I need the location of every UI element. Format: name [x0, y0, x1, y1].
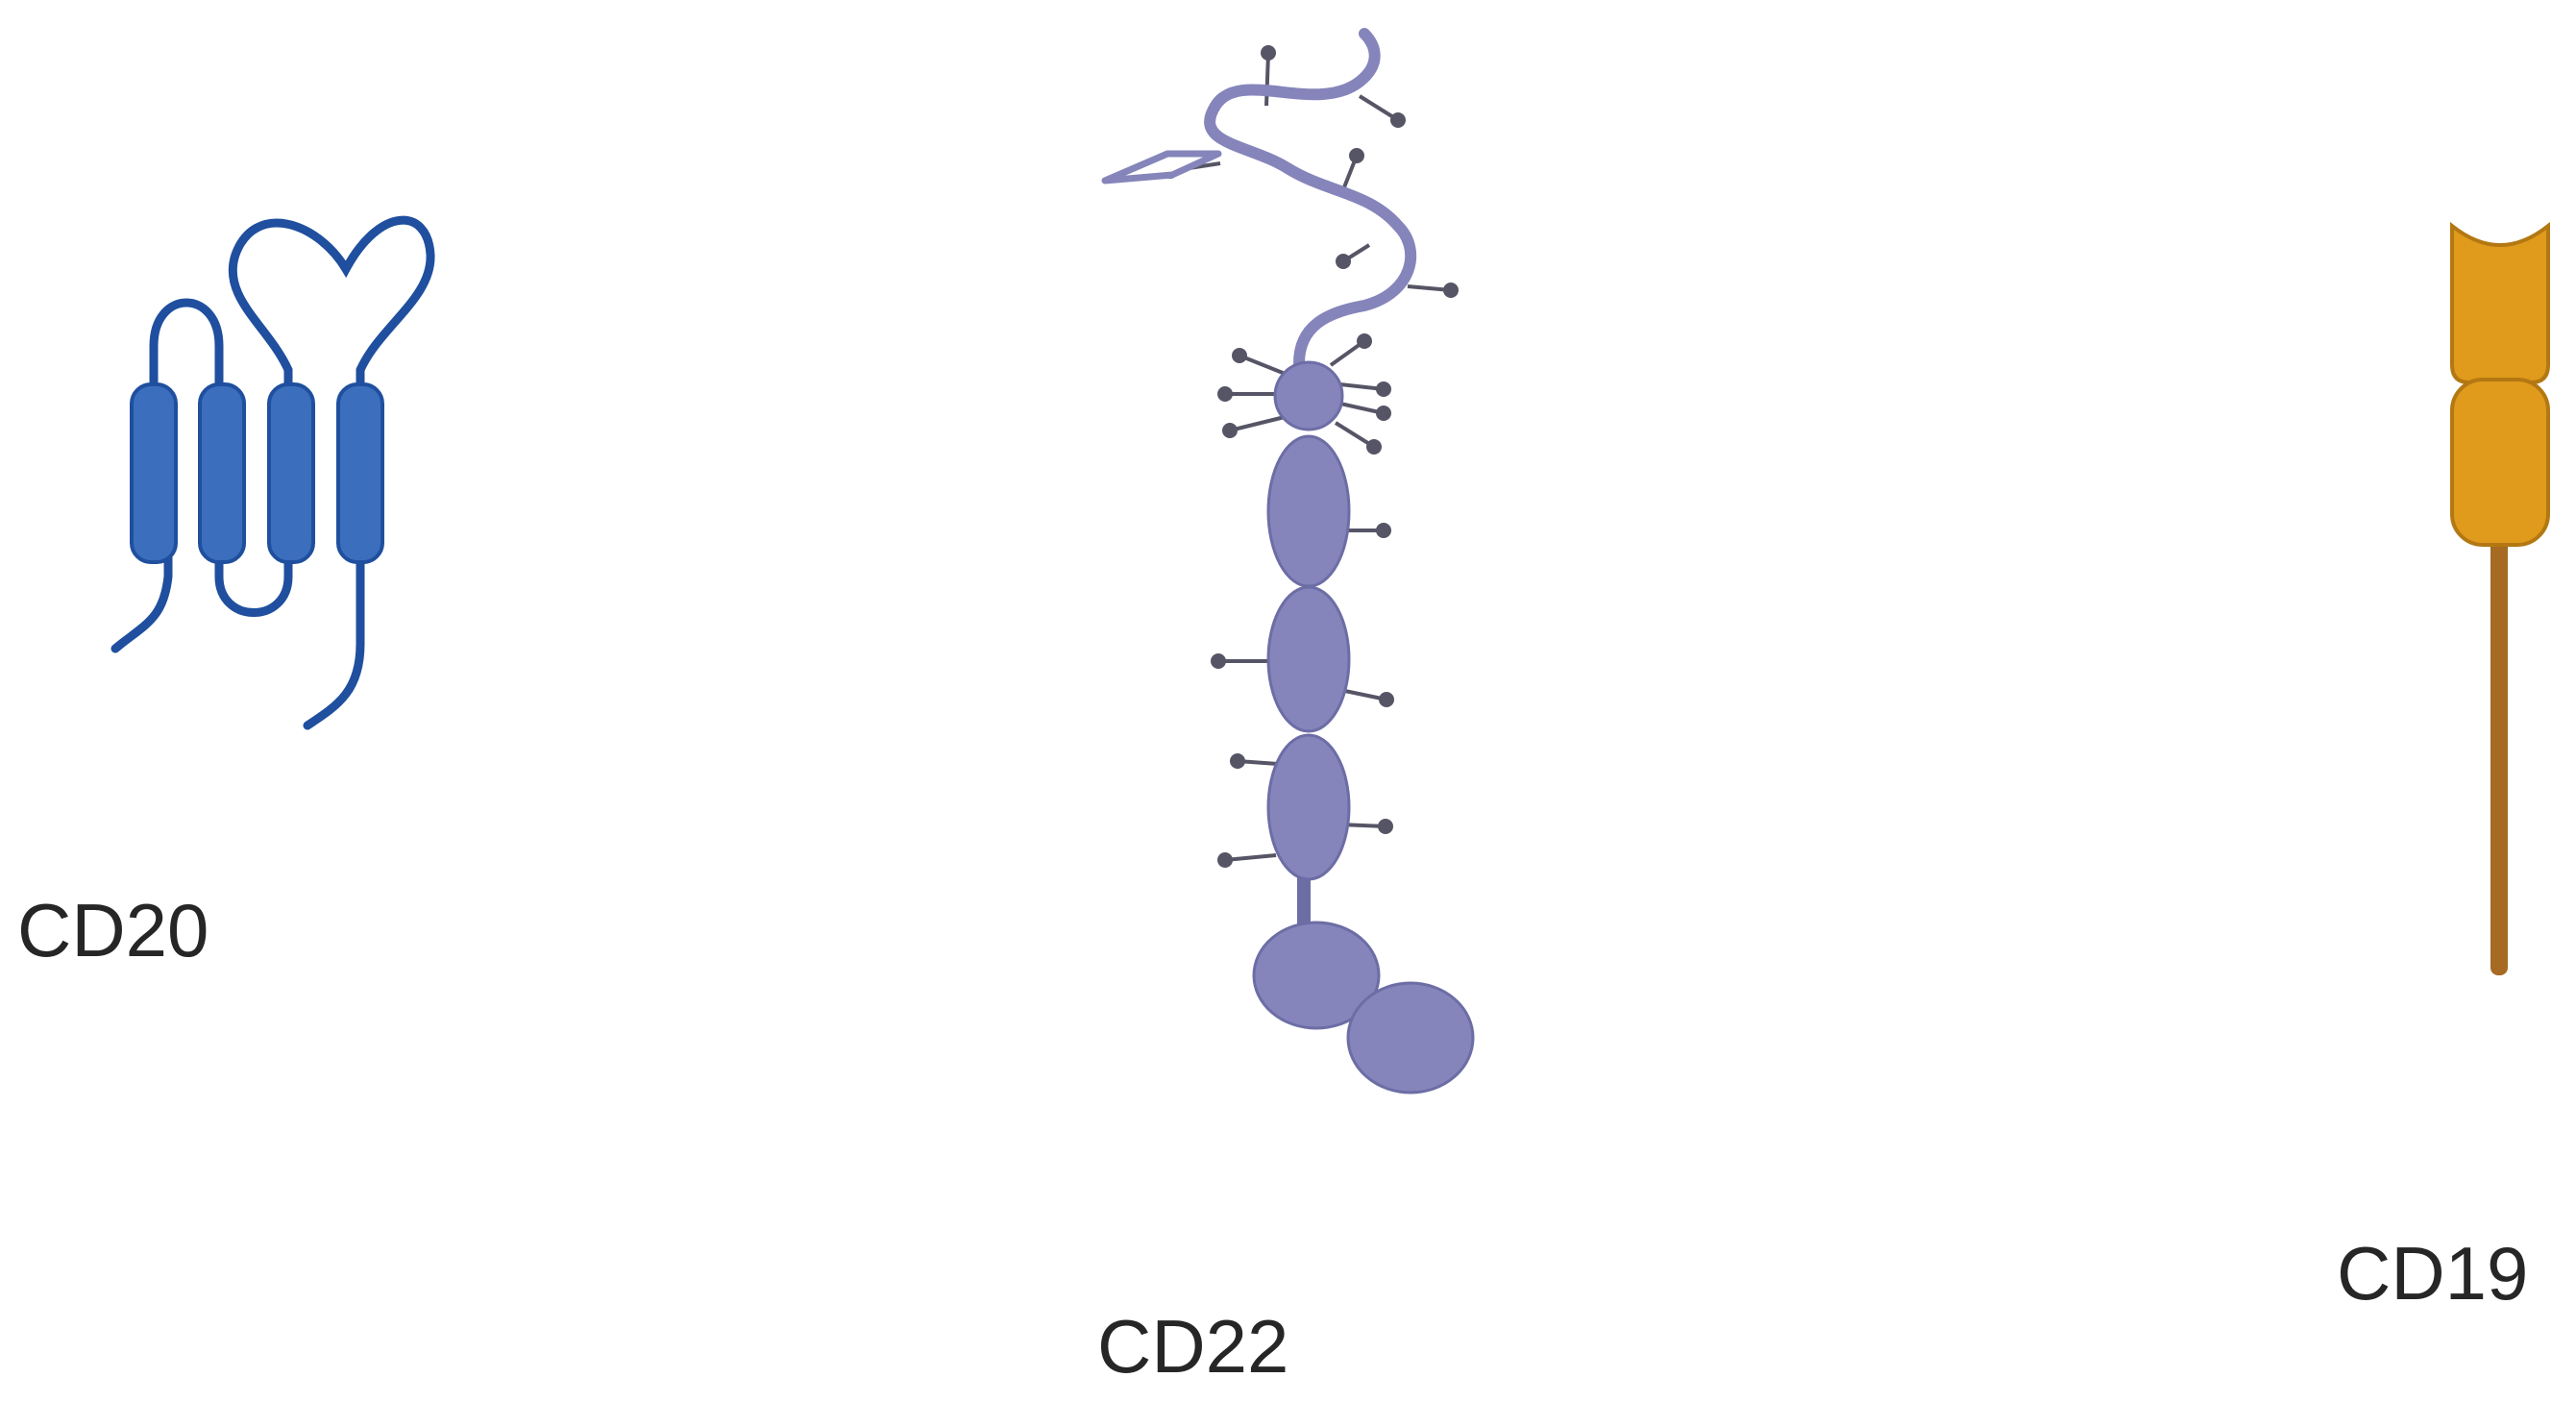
cd20-label: CD20	[17, 888, 209, 972]
cd22-protein-icon	[1101, 28, 1475, 1095]
cd22-label: CD22	[1097, 1304, 1288, 1389]
cd19-protein-icon	[2450, 221, 2550, 975]
cd19-label: CD19	[2337, 1231, 2528, 1316]
cd20-protein-icon	[110, 215, 435, 730]
